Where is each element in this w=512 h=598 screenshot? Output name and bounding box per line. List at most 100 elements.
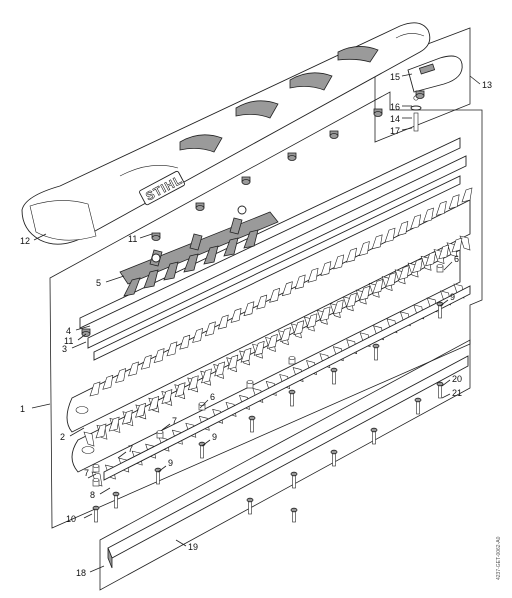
- callout-3: 3: [62, 344, 67, 354]
- bolt: [248, 415, 256, 433]
- nut: [241, 176, 251, 185]
- leader-lines: [31, 73, 481, 573]
- blade-tooth: [385, 272, 397, 287]
- drawing-code: 4237-GET-0062-A0: [496, 536, 502, 580]
- blade-tooth: [128, 361, 139, 377]
- flat-bar: [103, 285, 471, 481]
- blade-tooth: [438, 244, 450, 260]
- bolt: [414, 397, 422, 415]
- fasteners: [81, 90, 444, 523]
- callout-6-lower: 6: [210, 392, 215, 402]
- blade-tooth: [269, 287, 280, 303]
- blade-tooth: [281, 281, 293, 297]
- blade-tooth: [423, 207, 434, 223]
- nut: [151, 232, 161, 241]
- spacer: [156, 430, 164, 439]
- bolt: [92, 505, 100, 523]
- blade-tooth: [214, 361, 226, 377]
- callout-20: 20: [452, 374, 462, 384]
- nut: [195, 202, 205, 211]
- blade-tooth: [435, 200, 447, 216]
- callout-1: 1: [20, 404, 25, 414]
- blade-tooth: [227, 354, 239, 370]
- blade-tooth: [384, 227, 396, 243]
- bolt: [330, 449, 338, 467]
- callout-9-mid: 9: [212, 432, 217, 442]
- blade-tooth: [201, 368, 212, 384]
- bolt: [288, 389, 296, 407]
- blade-tooth: [346, 292, 357, 308]
- callout-9-right: 9: [450, 292, 455, 302]
- callout-9-left: 9: [168, 458, 173, 468]
- blade-tooth: [256, 294, 268, 310]
- blade-tooth: [161, 389, 173, 404]
- blade-tooth: [307, 267, 319, 283]
- blade-tooth: [230, 307, 242, 323]
- bolt: [246, 497, 254, 515]
- blade-tooth: [280, 327, 291, 342]
- callout-19: 19: [188, 542, 198, 552]
- blade-tooth: [253, 340, 265, 356]
- blade-tooth: [346, 247, 357, 263]
- blade-tooth: [174, 382, 186, 398]
- blade-tooth: [397, 221, 409, 236]
- callout-11-top: 11: [128, 234, 137, 244]
- blade-teeth: [83, 187, 473, 487]
- bolt: [436, 381, 444, 399]
- blade-tooth: [204, 321, 216, 337]
- blade-tooth: [425, 251, 437, 267]
- nut: [373, 108, 383, 117]
- bolt: [290, 471, 298, 489]
- spacer: [92, 478, 100, 487]
- nut: [81, 328, 91, 337]
- blade-tooth: [371, 234, 383, 250]
- assembly-frame-outline: [49, 91, 483, 529]
- callout-17: 17: [390, 126, 400, 136]
- lower-frame-outline: [99, 339, 471, 591]
- callout-12: 12: [20, 236, 30, 246]
- nut: [415, 90, 425, 99]
- lower-blade: [71, 249, 461, 473]
- callout-7-c: 7: [84, 468, 89, 478]
- blade-tooth: [187, 375, 199, 391]
- blade-guard: STIHL: [21, 22, 431, 245]
- spacer: [246, 380, 254, 389]
- callout-15: 15: [390, 72, 400, 82]
- blade-tooth: [153, 348, 165, 363]
- callout-6-upper: 6: [454, 254, 459, 264]
- bolt: [290, 507, 298, 523]
- callout-10: 10: [66, 514, 76, 524]
- nut: [329, 130, 339, 139]
- blade-tooth: [266, 334, 278, 349]
- blade-tooth: [148, 396, 160, 411]
- blade-tooth: [293, 320, 305, 336]
- upper-blade: [66, 199, 471, 433]
- callout-2: 2: [60, 432, 65, 442]
- blade-tooth: [89, 381, 101, 397]
- callout-16: 16: [390, 102, 400, 112]
- callout-7-b: 7: [172, 416, 177, 426]
- blade-tooth: [359, 285, 371, 301]
- blade-tooth: [102, 374, 114, 390]
- blade-tooth: [451, 237, 463, 253]
- bolt: [330, 367, 338, 385]
- blade-tooth: [332, 299, 344, 315]
- bolt: [112, 491, 120, 509]
- blade-tooth: [240, 347, 252, 363]
- callout-18: 18: [76, 568, 86, 578]
- inset-plate: [407, 55, 463, 132]
- blade-tooth: [410, 214, 422, 230]
- blade-tooth: [166, 341, 178, 357]
- blade-tooth: [398, 265, 410, 280]
- blade-tooth: [320, 261, 332, 277]
- blade-tooth: [217, 314, 229, 330]
- spacer: [436, 264, 444, 273]
- callout-21: 21: [452, 388, 462, 398]
- blade-tooth: [461, 187, 473, 203]
- callout-14: 14: [390, 114, 400, 124]
- spacer: [92, 464, 100, 473]
- blade-tooth: [135, 402, 146, 418]
- blade-tooth: [83, 431, 95, 447]
- blade-tooth: [306, 313, 318, 329]
- bolt: [370, 427, 378, 445]
